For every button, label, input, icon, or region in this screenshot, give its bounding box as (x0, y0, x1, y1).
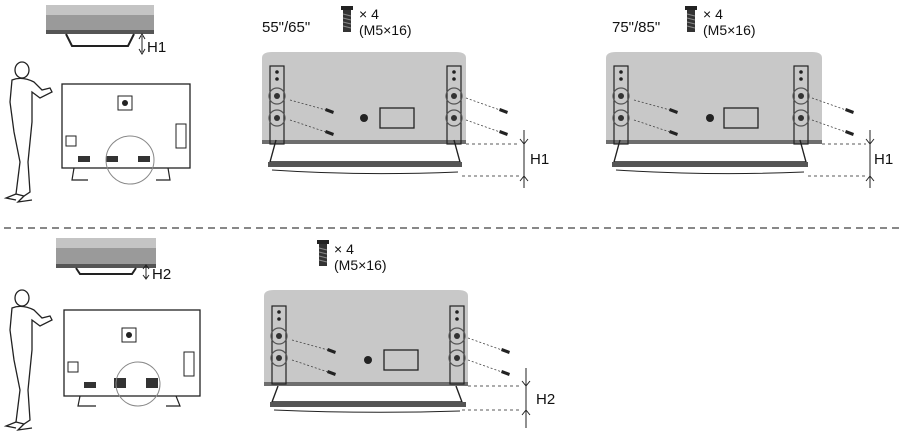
screw-spec-b: (M5×16) (703, 22, 756, 38)
screw-count-a: × 4 (359, 6, 379, 22)
screw-count-c: × 4 (334, 241, 354, 257)
height-label-bottom: H2 (152, 266, 171, 283)
tv-side-view-top (46, 5, 154, 55)
screw-spec-c: (M5×16) (334, 257, 387, 273)
tv-back-panel-c (264, 290, 531, 428)
screw-icon-b (684, 5, 698, 33)
height-label-c: H2 (536, 391, 555, 408)
size-label-a: 55"/65" (262, 19, 310, 36)
tv-back-panel-b (606, 52, 875, 188)
screw-spec-a: (M5×16) (359, 22, 412, 38)
screw-count-b: × 4 (703, 6, 723, 22)
height-label-a: H1 (530, 151, 549, 168)
size-label-b: 75"/85" (612, 19, 660, 36)
tv-side-view-bottom (56, 238, 156, 280)
height-label-b: H1 (874, 151, 893, 168)
person-holding-tv-top (5, 61, 191, 203)
person-holding-tv-bottom (5, 289, 201, 431)
screw-icon-a (340, 5, 354, 33)
tv-back-panel-a (262, 52, 529, 188)
screw-icon-c (316, 239, 330, 267)
height-label-top: H1 (147, 39, 166, 56)
